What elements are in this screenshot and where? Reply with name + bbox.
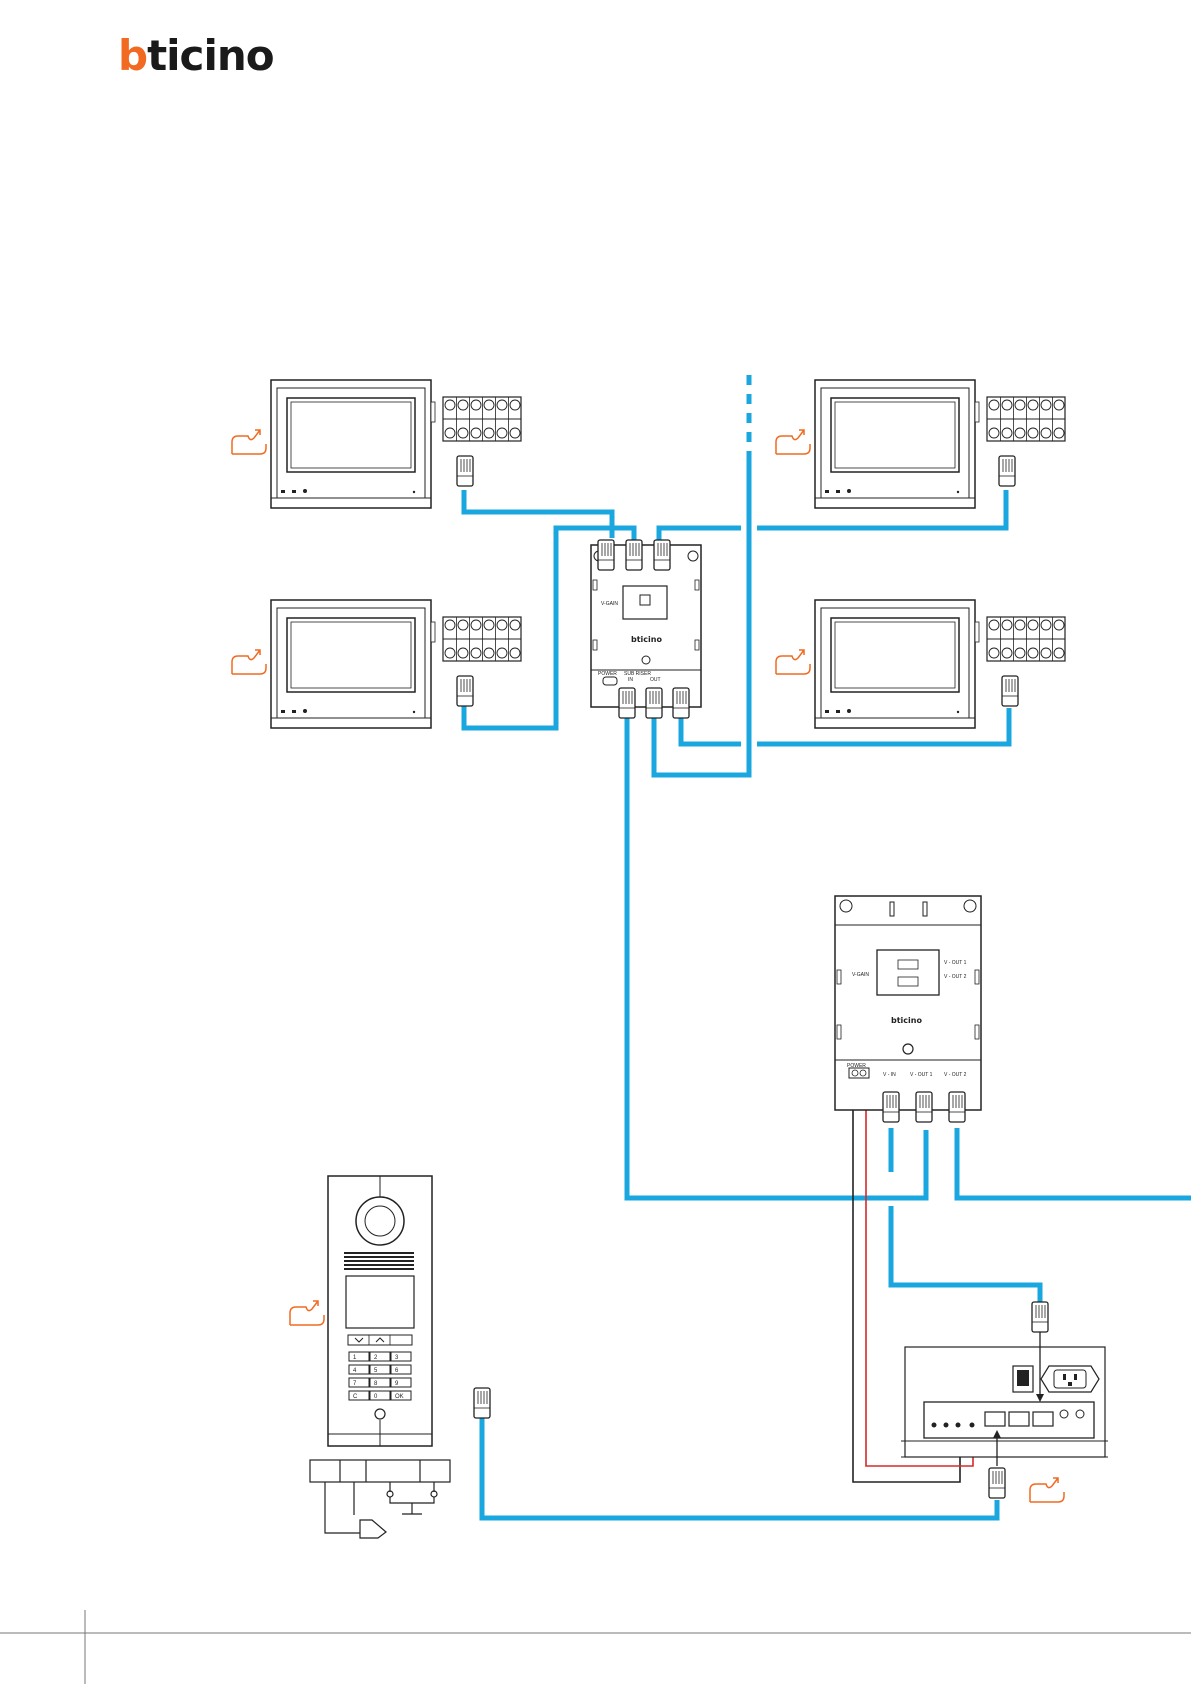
- svg-text:OK: OK: [395, 1394, 404, 1400]
- svg-text:IN: IN: [628, 677, 633, 683]
- install-arrow-icon: [1030, 1478, 1064, 1502]
- install-arrow-icon: [232, 650, 266, 674]
- svg-text:V-GAIN: V-GAIN: [601, 601, 618, 607]
- install-arrow-icon: [776, 430, 810, 454]
- video-monitor-3: [776, 380, 1065, 508]
- cable-vout2: [957, 1128, 1191, 1198]
- cable-vin: [891, 1128, 1040, 1308]
- svg-text:bticino: bticino: [891, 1016, 922, 1025]
- video-monitor-1: [232, 380, 521, 508]
- video-monitor-2: [232, 600, 521, 728]
- svg-text:V-GAIN: V-GAIN: [852, 972, 869, 978]
- cable-monitor-1: [464, 490, 612, 538]
- door-lock-wiring: [310, 1460, 450, 1538]
- power-supply: V-GAIN V - OUT 1 V - OUT 2 bticino POWER…: [835, 896, 981, 1122]
- svg-text:V - OUT 2: V - OUT 2: [944, 974, 967, 980]
- svg-text:POWER: POWER: [598, 671, 617, 677]
- svg-text:bticino: bticino: [631, 635, 662, 644]
- install-arrow-icon: [776, 650, 810, 674]
- video-splitter: V-GAIN bticino POWER SUB RISER IN OUT: [591, 540, 701, 718]
- svg-text:C: C: [353, 1394, 358, 1400]
- svg-text:V - OUT 1: V - OUT 1: [910, 1072, 933, 1078]
- page-footer-rules: [0, 1610, 1191, 1684]
- install-arrow-icon: [290, 1301, 324, 1325]
- svg-text:V - IN: V - IN: [883, 1072, 896, 1078]
- video-monitor-4: [776, 600, 1065, 728]
- video-controller: [901, 1302, 1108, 1502]
- svg-text:V - OUT 1: V - OUT 1: [944, 960, 967, 966]
- door-entry-panel: 1 2 3 4 5 6 7 8 9 C 0 OK: [290, 1176, 432, 1446]
- svg-text:OUT: OUT: [650, 677, 661, 683]
- door-panel-connector: [474, 1388, 490, 1418]
- install-arrow-icon: [232, 430, 266, 454]
- svg-text:V - OUT 2: V - OUT 2: [944, 1072, 967, 1078]
